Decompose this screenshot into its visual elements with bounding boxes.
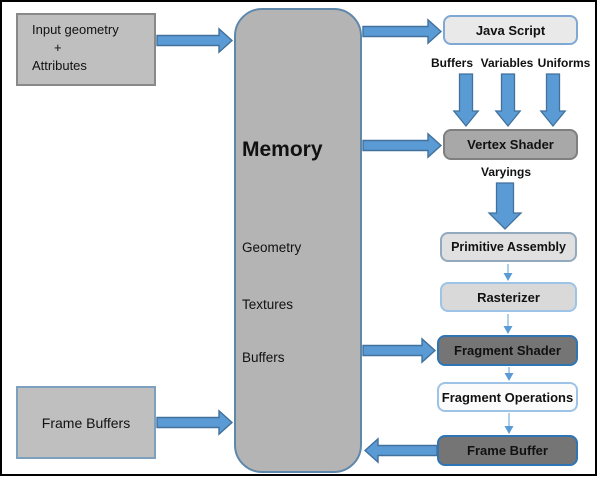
input-geometry-plus: + bbox=[54, 40, 62, 55]
rasterizer-label: Rasterizer bbox=[477, 289, 540, 305]
arrow-memory-to-javascript-icon bbox=[362, 18, 443, 45]
input-geometry-line3: Attributes bbox=[32, 58, 87, 73]
arrow-primitive-to-rasterizer-icon bbox=[503, 264, 513, 281]
arrow-variables-down-icon bbox=[494, 73, 522, 128]
frame-buffer-box: Frame Buffer bbox=[437, 435, 578, 466]
frame-buffers-box: Frame Buffers bbox=[16, 386, 156, 459]
vertex-shader-label: Vertex Shader bbox=[467, 137, 554, 152]
arrow-varyings-down-icon bbox=[487, 182, 523, 230]
fragment-operations-label: Fragment Operations bbox=[441, 389, 574, 405]
buffers-label: Buffers bbox=[430, 56, 474, 70]
rasterizer-box: Rasterizer bbox=[440, 282, 577, 312]
frame-buffers-label: Frame Buffers bbox=[41, 414, 131, 431]
uniforms-label: Uniforms bbox=[537, 56, 591, 70]
java-script-box: Java Script bbox=[443, 15, 578, 45]
memory-item-textures: Textures bbox=[242, 297, 294, 312]
fragment-shader-box: Fragment Shader bbox=[437, 335, 578, 366]
arrow-operations-to-frame-buffer-icon bbox=[504, 413, 514, 434]
java-script-label: Java Script bbox=[475, 22, 546, 38]
primitive-assembly-label: Primitive Assembly bbox=[451, 240, 566, 254]
arrow-frame-buffers-to-memory-icon bbox=[156, 409, 234, 436]
input-geometry-line1: Input geometry bbox=[32, 22, 119, 37]
arrow-fragment-shader-to-operations-icon bbox=[504, 367, 514, 381]
arrow-frame-buffer-to-memory-icon bbox=[363, 437, 438, 464]
memory-item-buffers: Buffers bbox=[242, 350, 285, 365]
arrow-uniforms-down-icon bbox=[539, 73, 567, 128]
arrow-memory-to-vertex-shader-icon bbox=[362, 132, 443, 159]
fragment-shader-label: Fragment Shader bbox=[454, 343, 561, 358]
input-geometry-box: Input geometry + Attributes bbox=[16, 13, 156, 86]
fragment-operations-box: Fragment Operations bbox=[437, 382, 578, 412]
arrow-input-to-memory-icon bbox=[156, 27, 234, 54]
arrow-memory-to-fragment-shader-icon bbox=[362, 337, 437, 364]
vertex-shader-box: Vertex Shader bbox=[443, 129, 578, 160]
varyings-label: Varyings bbox=[480, 165, 532, 179]
memory-box bbox=[234, 8, 362, 473]
variables-label: Variables bbox=[480, 56, 534, 70]
primitive-assembly-box: Primitive Assembly bbox=[440, 232, 577, 262]
memory-item-geometry: Geometry bbox=[242, 240, 302, 255]
memory-title: Memory bbox=[242, 138, 323, 161]
arrow-rasterizer-to-fragment-shader-icon bbox=[503, 314, 513, 334]
frame-buffer-label: Frame Buffer bbox=[467, 443, 548, 458]
arrow-buffers-down-icon bbox=[452, 73, 480, 128]
